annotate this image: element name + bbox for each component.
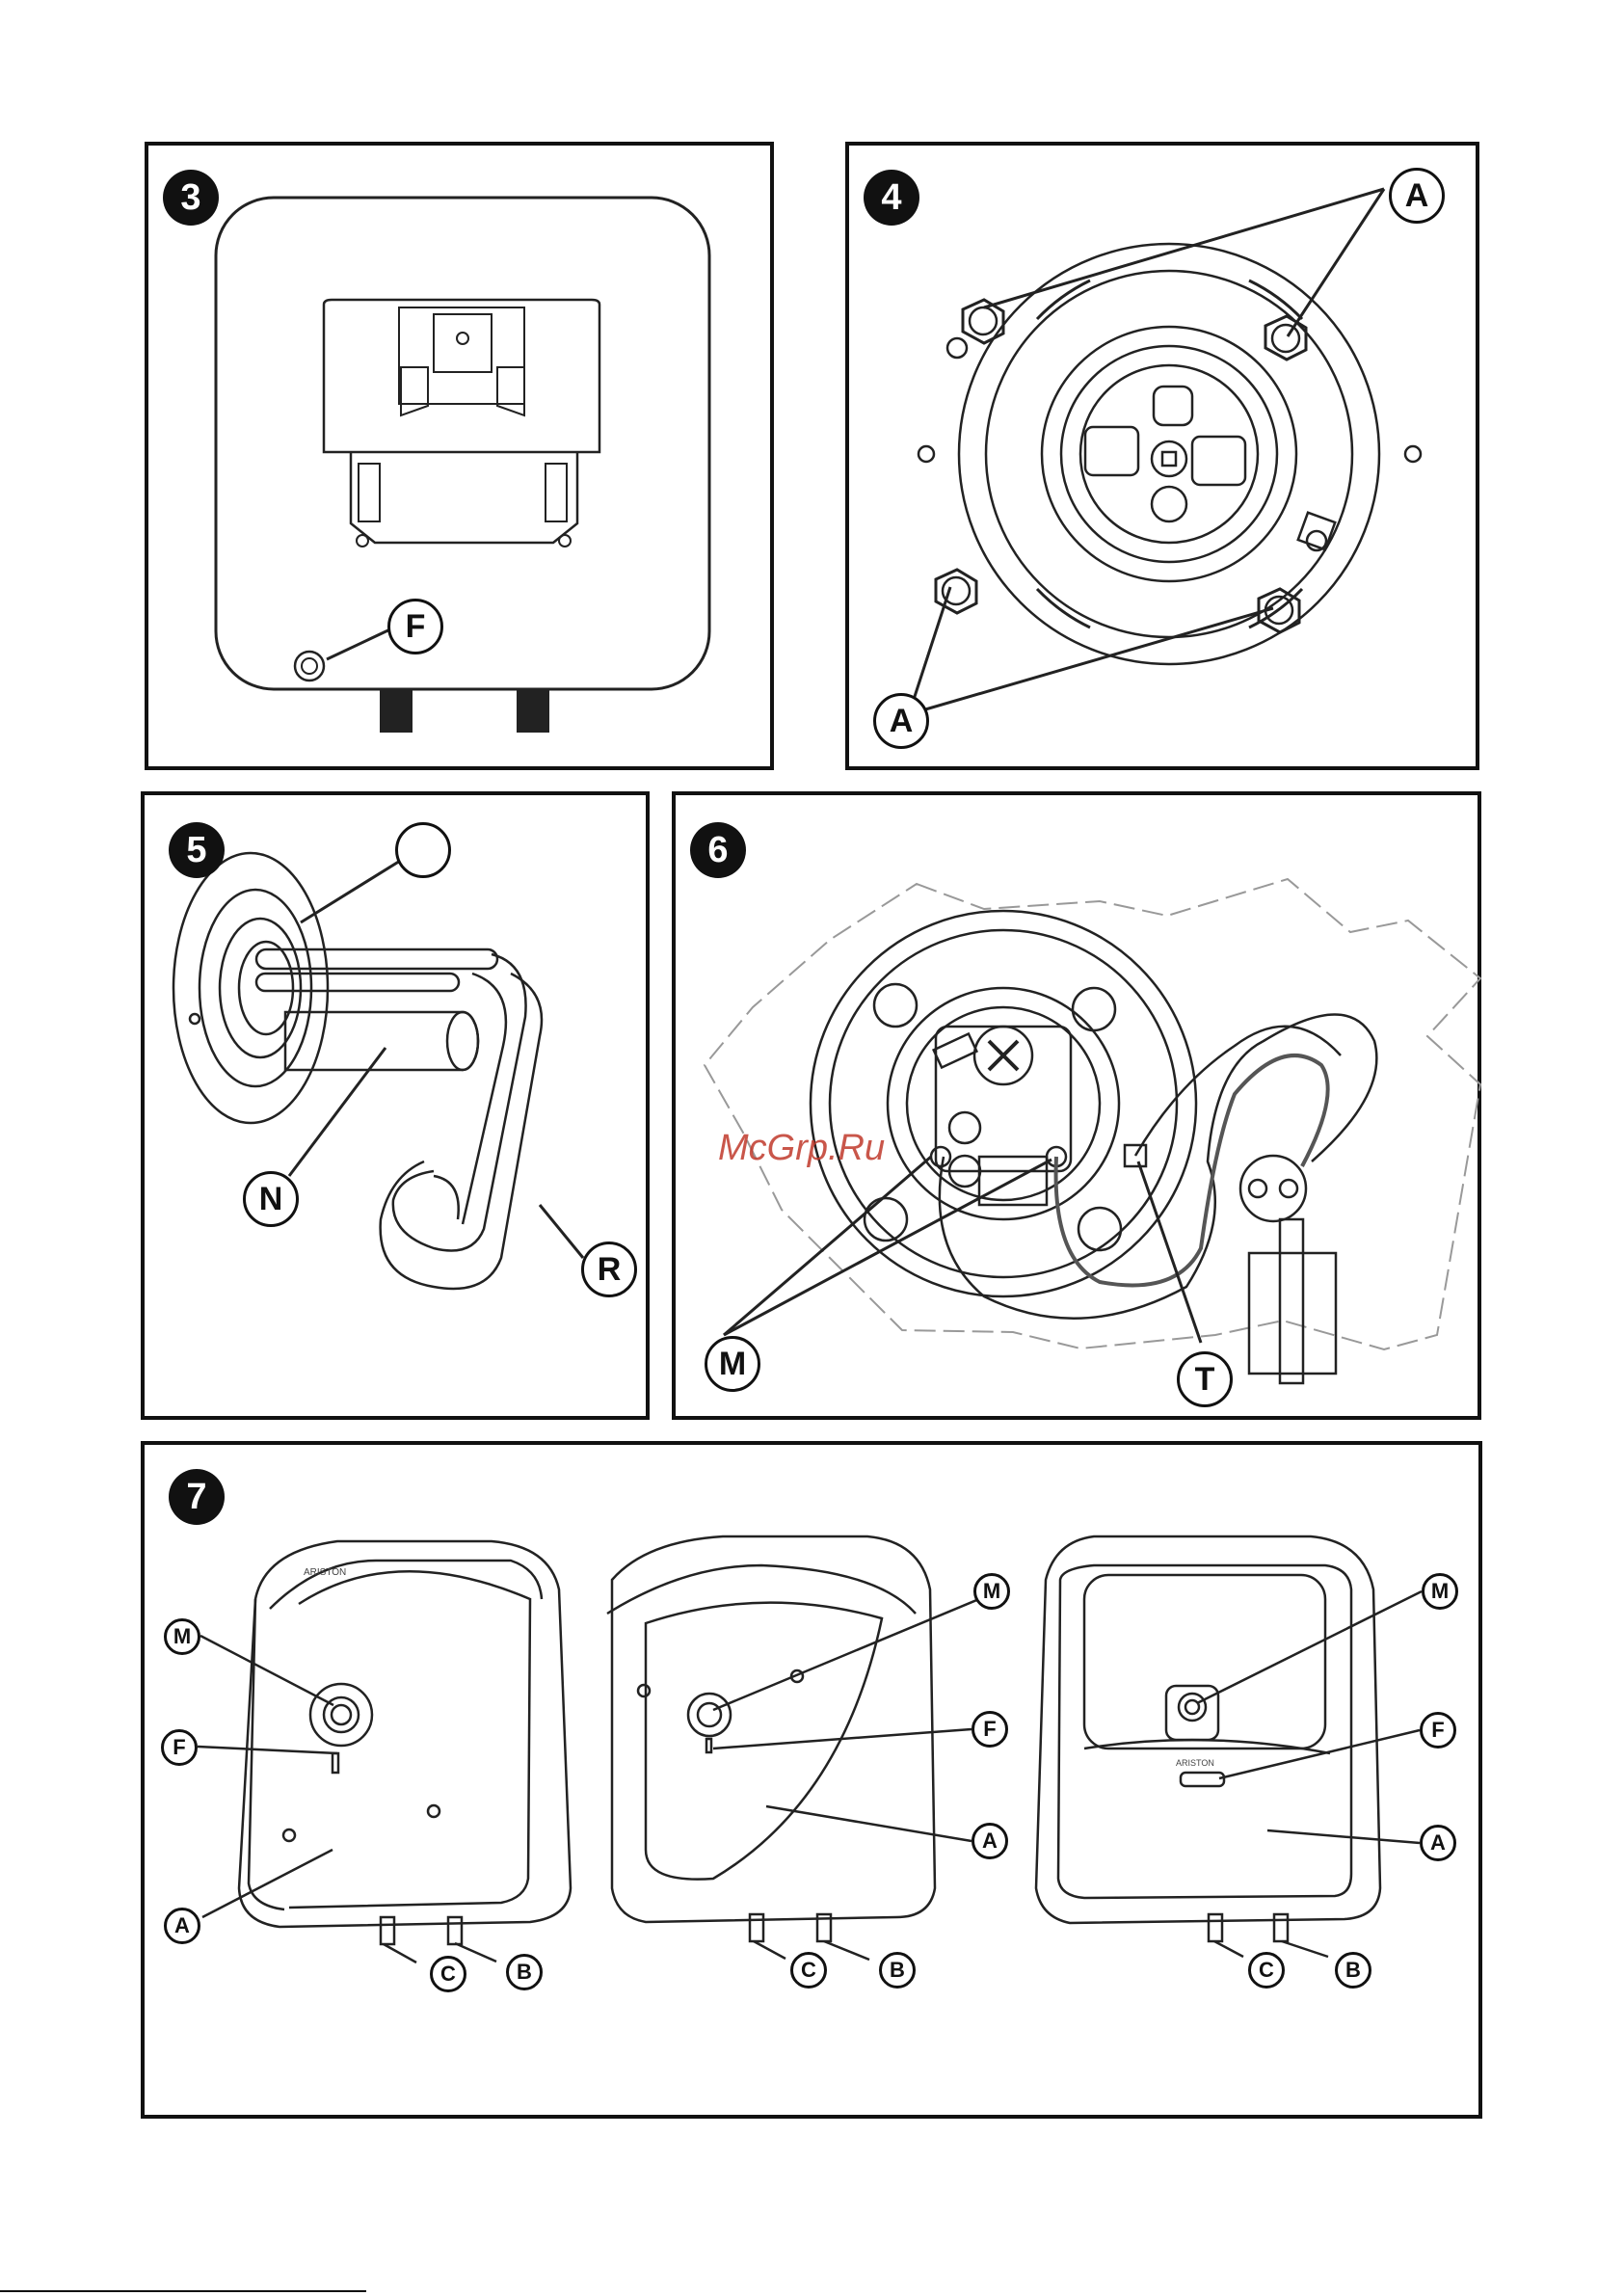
label-r: R (581, 1241, 637, 1297)
h2-label-b: B (879, 1952, 916, 1989)
panel-5: 5 N R (141, 791, 650, 1420)
label-a-top: A (1389, 168, 1445, 224)
heating-element-icon (145, 795, 653, 1424)
h2-label-c: C (790, 1952, 827, 1989)
panel-3: 3 F (145, 142, 774, 770)
h3-label-b: B (1335, 1952, 1371, 1989)
h3-label-f: F (1420, 1712, 1456, 1749)
label-m: M (705, 1336, 760, 1392)
h1-label-b: B (506, 1954, 543, 1990)
h3-label-m: M (1422, 1573, 1458, 1610)
h3-label-c: C (1248, 1952, 1285, 1989)
label-n: N (243, 1171, 299, 1227)
svg-text:ARISTON: ARISTON (1176, 1758, 1214, 1768)
water-heater-icon: ARISTON ARISTON (145, 1445, 1486, 2122)
h1-label-c: C (430, 1956, 466, 1992)
figure-number: 6 (690, 822, 746, 878)
label-f: F (387, 599, 443, 654)
mounting-bracket-icon (148, 146, 778, 774)
h1-label-f: F (161, 1729, 198, 1766)
figure-number: 3 (163, 170, 219, 226)
wiring-icon (676, 795, 1485, 1424)
panel-7: ARISTON ARISTON (141, 1441, 1482, 2119)
figure-number: 4 (864, 170, 919, 226)
label-t: T (1177, 1351, 1233, 1407)
h1-label-a: A (164, 1908, 200, 1944)
h2-label-m: M (973, 1573, 1010, 1610)
figure-number: 5 (169, 822, 225, 878)
footer-rule (0, 2290, 366, 2292)
flange-icon (849, 146, 1483, 774)
h3-label-a: A (1420, 1825, 1456, 1861)
panel-4: 4 A A (845, 142, 1479, 770)
label-a-bottom: A (873, 693, 929, 749)
h2-label-f: F (972, 1711, 1008, 1748)
label-blank (395, 822, 451, 878)
svg-text:ARISTON: ARISTON (304, 1567, 346, 1578)
panel-6: 6 M T (672, 791, 1481, 1420)
watermark: McGrp.Ru (718, 1128, 885, 1169)
figure-number: 7 (169, 1469, 225, 1525)
h2-label-a: A (972, 1823, 1008, 1859)
h1-label-m: M (164, 1618, 200, 1655)
